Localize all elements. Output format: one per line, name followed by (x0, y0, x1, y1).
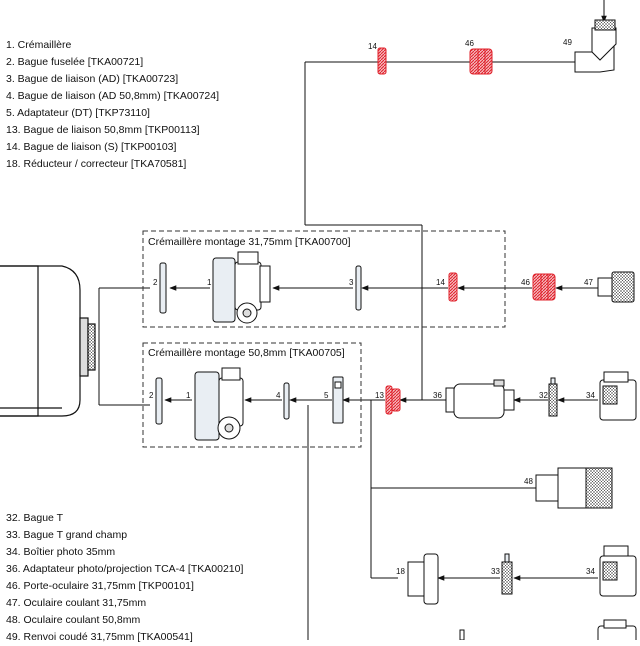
label-46-top: 46 (465, 39, 474, 48)
legend-bottom-item: 47. Oculaire coulant 31,75mm (6, 597, 147, 609)
part-3-upper: 3 (349, 265, 362, 311)
svg-text:48: 48 (524, 477, 533, 486)
label-49: 49 (563, 38, 572, 47)
part-1-upper: 1 (207, 251, 271, 324)
part-5-lower: 5 (324, 376, 344, 424)
telescope-body (0, 265, 96, 417)
box-lower-title: Crémaillère montage 50,8mm [TKA00705] (148, 347, 345, 359)
box-upper-title: Crémaillère montage 31,75mm [TKA00700] (148, 236, 351, 248)
part-48-eyepiece: 48 (524, 467, 613, 509)
legend-top-item: 5. Adaptateur (DT) [TKP73110] (6, 107, 150, 119)
part-36-adapter: 36 (433, 379, 515, 419)
legend-top-item: 1. Crémaillère (6, 39, 72, 51)
svg-text:4: 4 (276, 391, 281, 400)
part-2-lower: 2 (149, 377, 163, 425)
part-18-reducer: 18 (396, 553, 439, 605)
part-46-top: 46 (465, 39, 493, 75)
svg-text:14: 14 (436, 278, 445, 287)
svg-text:1: 1 (186, 391, 191, 400)
svg-text:33: 33 (491, 567, 500, 576)
part-46-mid: 46 (521, 273, 556, 301)
svg-text:36: 36 (433, 391, 442, 400)
box-lower (142, 342, 362, 448)
legend-bottom-item: 48. Oculaire coulant 50,8mm (6, 614, 141, 626)
part-14-mid: 14 (436, 272, 458, 302)
part-bottom-camera-partial (459, 619, 637, 640)
svg-text:2: 2 (153, 278, 158, 287)
legend-top-item: 18. Réducteur / correcteur [TKA70581] (6, 158, 187, 170)
svg-text:18: 18 (396, 567, 405, 576)
legend-top-item: 14. Bague de liaison (S) [TKP00103] (6, 141, 177, 153)
svg-text:34: 34 (586, 391, 595, 400)
svg-text:32: 32 (539, 391, 548, 400)
svg-text:47: 47 (584, 278, 593, 287)
part-49-diagonal: 49 (563, 19, 617, 73)
part-32-tring: 32 (539, 377, 558, 417)
part-2-upper: 2 (153, 262, 167, 314)
legend-top-item: 3. Bague de liaison (AD) [TKA00723] (6, 73, 179, 85)
legend-bottom-item: 32. Bague T (6, 512, 64, 524)
svg-text:46: 46 (521, 278, 530, 287)
part-33-tring-wide: 33 (491, 553, 513, 595)
part-47-eyepiece: 47 (584, 271, 635, 303)
part-1-lower: 1 (186, 367, 244, 441)
part-14-top: 14 (368, 42, 387, 75)
legend-top-item: 2. Bague fuselée [TKA00721] (6, 56, 144, 68)
svg-text:2: 2 (149, 391, 154, 400)
svg-text:3: 3 (349, 278, 354, 287)
connection-lines (98, 0, 607, 640)
svg-text:5: 5 (324, 391, 329, 400)
legend-bottom-item: 33. Bague T grand champ (6, 529, 128, 541)
legend-bottom-item: 46. Porte-oculaire 31,75mm [TKP00101] (6, 580, 194, 592)
svg-text:34: 34 (586, 567, 595, 576)
part-4-lower: 4 (276, 382, 290, 420)
part-13-lower: 13 (375, 385, 401, 415)
part-34-camera-a: 34 (586, 371, 637, 421)
part-34-camera-b: 34 (586, 545, 637, 597)
label-14-top: 14 (368, 42, 377, 51)
svg-text:13: 13 (375, 391, 384, 400)
svg-text:1: 1 (207, 278, 212, 287)
legend-top: 1. Crémaillère 2. Bague fuselée [TKA00721… (6, 37, 219, 173)
legend-top-item: 13. Bague de liaison 50,8mm [TKP00113] (6, 124, 200, 136)
box-upper (142, 230, 506, 328)
legend-bottom-item: 34. Boîtier photo 35mm (6, 546, 116, 558)
legend-top-item: 4. Bague de liaison (AD 50,8mm) [TKA0072… (6, 90, 220, 102)
legend-bottom-item: 36. Adaptateur photo/projection TCA-4 [T… (6, 563, 244, 575)
